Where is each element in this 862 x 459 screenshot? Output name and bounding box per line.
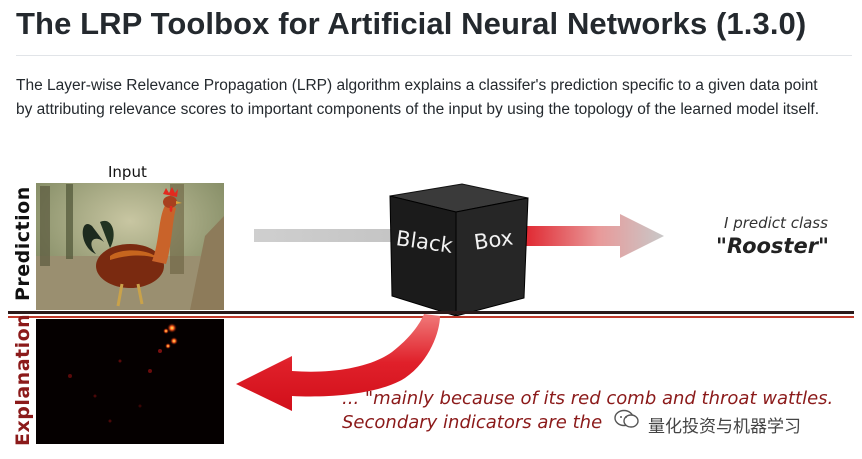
prediction-row-label: Prediction — [12, 186, 34, 301]
black-box-cube — [389, 183, 529, 317]
watermark-text: 量化投资与机器学习 — [648, 417, 801, 437]
rooster-photo — [36, 183, 224, 310]
output-arrow — [520, 214, 664, 258]
explanation-text-line-1: ... "mainly because of its red comb and … — [342, 388, 834, 409]
page-description: The Layer-wise Relevance Propagation (LR… — [16, 77, 820, 118]
explanation-arrow — [236, 314, 440, 411]
explanation-text-line-2: Secondary indicators are the — [342, 412, 603, 433]
input-label: Input — [108, 163, 147, 181]
page-title: The LRP Toolbox for Artificial Neural Ne… — [16, 6, 807, 41]
divider-dark — [8, 311, 854, 314]
prediction-caption: I predict class — [724, 214, 828, 232]
watermark: 量化投资与机器学习 — [614, 408, 854, 438]
wechat-icon — [614, 409, 639, 428]
title-divider — [16, 55, 852, 56]
lrp-diagram — [8, 183, 854, 444]
prediction-class: "Rooster" — [716, 234, 829, 258]
explanation-row-label: Explanation — [12, 313, 34, 446]
lrp-figure: Input Prediction Explanation Black Box I… — [0, 156, 862, 459]
prediction-arrow — [254, 229, 400, 242]
relevance-heatmap — [36, 319, 224, 444]
